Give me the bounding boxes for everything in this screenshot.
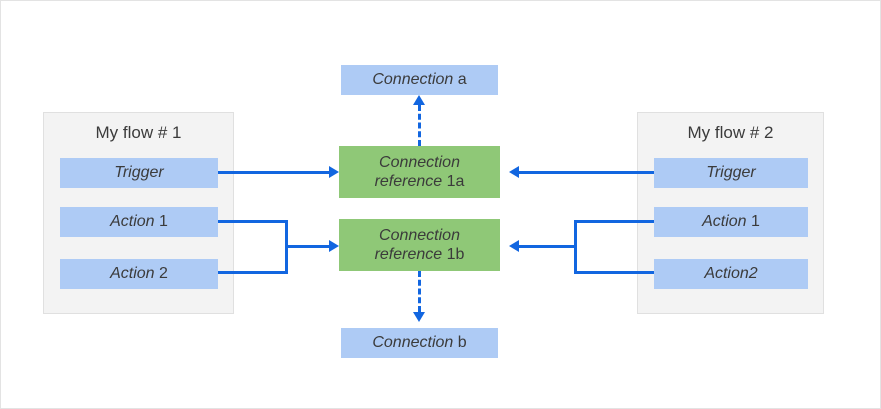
connector-ref1b-to-connection-b-arrowhead — [413, 312, 425, 322]
left-node-trigger-label: Trigger — [114, 164, 164, 182]
right-node-action-1[interactable]: Action 1 — [654, 207, 808, 237]
left-node-action-1-label: Action 1 — [110, 213, 168, 231]
connection-reference-1b-node[interactable]: Connection reference 1b — [339, 219, 500, 271]
connector-right-actions-bracket — [574, 220, 654, 274]
connector-left-trigger-arrowhead — [329, 166, 339, 178]
right-node-action-2[interactable]: Action2 — [654, 259, 808, 289]
connector-right-actions-arrowhead — [509, 240, 519, 252]
connector-right-trigger-arrowhead — [509, 166, 519, 178]
connector-ref1a-to-connection-a-line — [418, 105, 421, 146]
right-node-trigger[interactable]: Trigger — [654, 158, 808, 188]
connection-b-node[interactable]: Connection b — [341, 328, 498, 358]
right-node-action-1-label: Action 1 — [702, 213, 760, 231]
connector-left-trigger-line — [218, 171, 331, 174]
connector-ref1a-to-connection-a-arrowhead — [413, 95, 425, 105]
connector-right-actions-line — [519, 245, 577, 248]
connection-a-node[interactable]: Connection a — [341, 65, 498, 95]
connection-reference-1b-label: Connection reference 1b — [374, 226, 465, 263]
left-node-action-2[interactable]: Action 2 — [60, 259, 218, 289]
connector-left-actions-bracket — [218, 220, 288, 274]
connection-reference-1a-label: Connection reference 1a — [374, 153, 465, 190]
connection-a-label: Connection a — [372, 71, 467, 89]
right-node-trigger-label: Trigger — [706, 164, 756, 182]
connector-ref1b-to-connection-b-line — [418, 271, 421, 312]
flow-title-left: My flow # 1 — [95, 123, 182, 142]
connection-reference-1a-node[interactable]: Connection reference 1a — [339, 146, 500, 198]
connection-b-label: Connection b — [372, 334, 467, 352]
flow-title-right: My flow # 2 — [687, 123, 774, 142]
connector-right-trigger-line — [519, 171, 654, 174]
left-node-trigger[interactable]: Trigger — [60, 158, 218, 188]
left-node-action-1[interactable]: Action 1 — [60, 207, 218, 237]
connector-left-actions-arrowhead — [329, 240, 339, 252]
left-node-action-2-label: Action 2 — [110, 265, 168, 283]
right-node-action-2-label: Action2 — [704, 265, 758, 283]
connector-left-actions-line — [285, 245, 331, 248]
